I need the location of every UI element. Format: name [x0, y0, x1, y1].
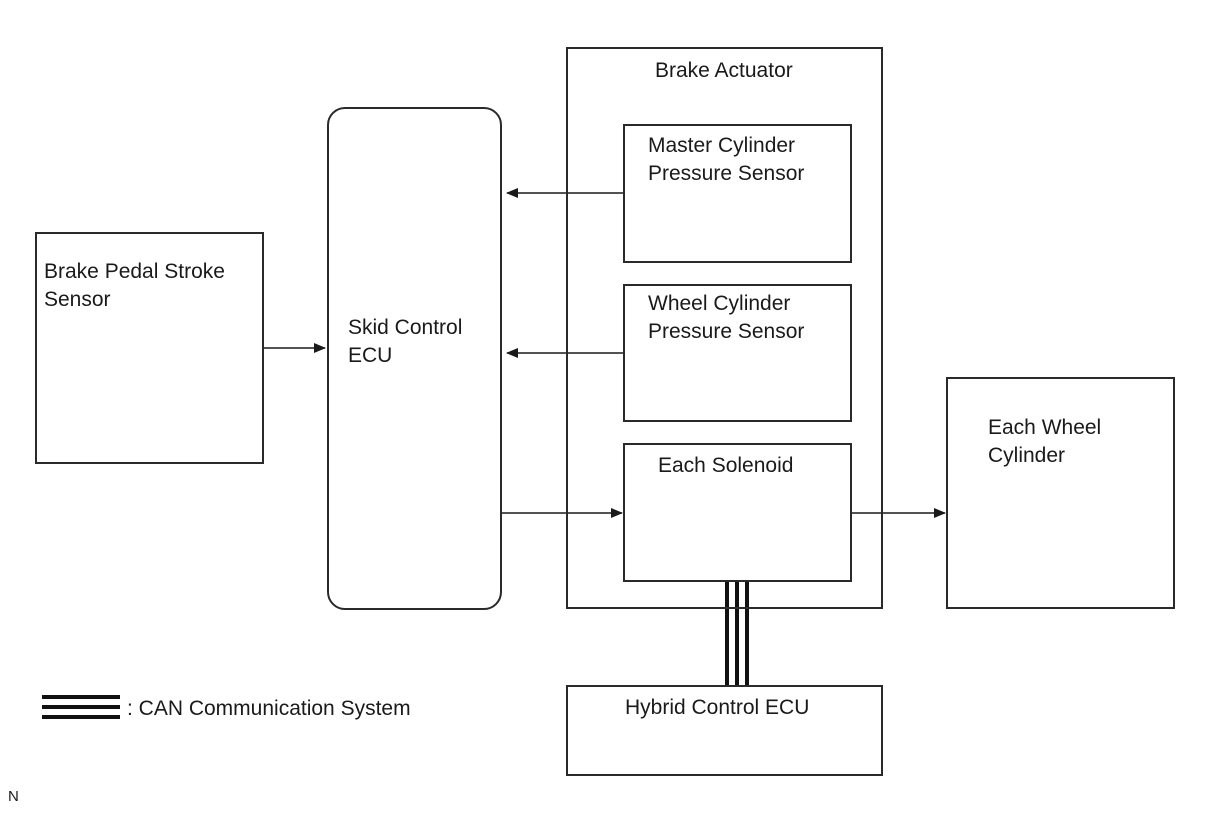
wheel-cylinder-pressure-sensor-box: [623, 284, 852, 422]
can-bus-line: [725, 581, 749, 687]
brake-pedal-stroke-sensor-label: Brake Pedal Stroke Sensor: [44, 260, 225, 311]
each-wheel-cylinder-label: Each Wheel Cylinder: [988, 416, 1102, 467]
each-wheel-cylinder-box: [946, 377, 1175, 609]
can-legend-swatch: [42, 695, 120, 719]
corner-mark: N: [8, 788, 19, 805]
hybrid-control-ecu-label: Hybrid Control ECU: [625, 696, 810, 719]
wheel-cylinder-pressure-sensor-label: Wheel Cylinder Pressure Sensor: [648, 292, 805, 343]
master-cylinder-pressure-sensor-box: [623, 124, 852, 263]
brake-pedal-stroke-sensor-box: [35, 232, 264, 464]
each-solenoid-box: [623, 443, 852, 582]
brake-actuator-box: [566, 47, 883, 609]
skid-control-ecu-label: Skid Control ECU: [348, 316, 463, 367]
hybrid-control-ecu-box: [566, 685, 883, 776]
master-cylinder-pressure-sensor-label: Master Cylinder Pressure Sensor: [648, 134, 805, 185]
brake-actuator-label: Brake Actuator: [655, 59, 793, 82]
can-legend-label: : CAN Communication System: [127, 697, 411, 720]
skid-control-ecu-box: [327, 107, 502, 610]
each-solenoid-label: Each Solenoid: [658, 454, 794, 477]
